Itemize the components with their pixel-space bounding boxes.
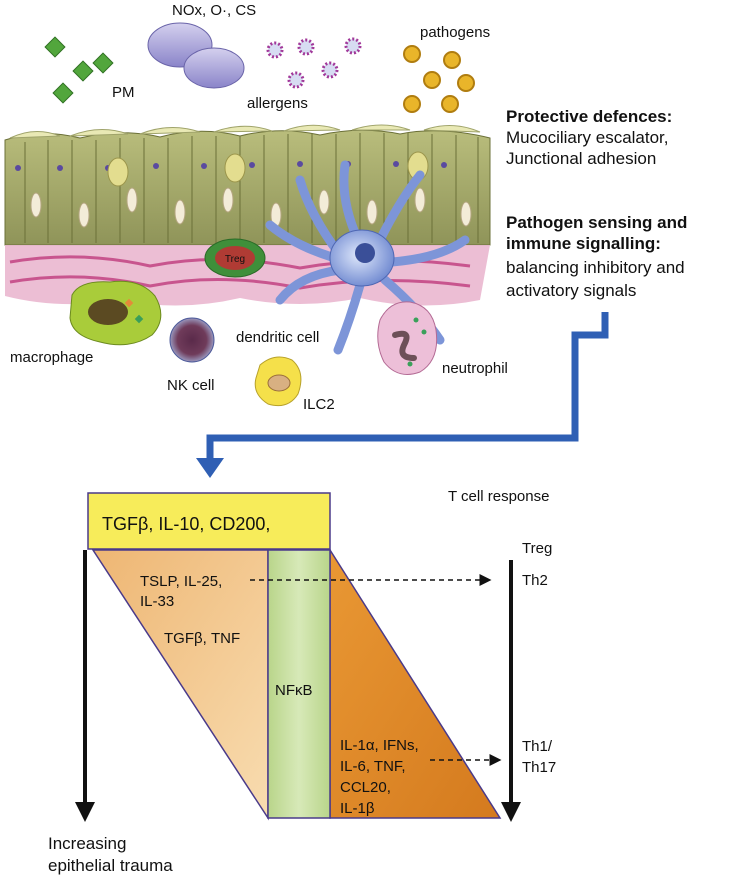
defences-line2: Junctional adhesion [506, 149, 656, 168]
sensing-heading1: Pathogen sensing and [506, 213, 687, 232]
inhibitory-signals-text: TGFβ, IL-10, CD200, [102, 514, 270, 534]
late-signals-line1: IL-1α, IFNs, [340, 737, 419, 754]
neutrophil-cell [377, 301, 438, 375]
ilc2-cell [254, 356, 302, 407]
nfkb-label: NFκB [275, 682, 313, 699]
nk-cell [169, 317, 215, 363]
late-signals-line2: IL-6, TNF, [340, 758, 406, 775]
tcell-axis-arrow-icon [501, 560, 521, 822]
airway-epithelium [4, 124, 491, 246]
macrophage-label: macrophage [10, 349, 93, 366]
pm-label: PM [112, 84, 135, 101]
tcell-treg: Treg [522, 540, 552, 557]
pm-particles-icon [44, 36, 114, 104]
dendritic-cell [265, 160, 470, 355]
tcell-th1: Th1/ [522, 738, 553, 755]
nk-cell-label: NK cell [167, 377, 215, 394]
trauma-line2: epithelial trauma [48, 856, 173, 875]
early-signals-triangle [91, 549, 269, 821]
sensing-line2: activatory signals [506, 281, 636, 300]
mid-signals-text: TGFβ, TNF [164, 630, 240, 647]
tcell-th2: Th2 [522, 572, 548, 589]
inhibitory-signals-box [87, 492, 331, 550]
oxidants-label: NOx, O·, CS [172, 2, 256, 19]
treg-cell [204, 238, 266, 278]
tcell-response-header: T cell response [448, 488, 549, 505]
nfkb-bar [267, 549, 331, 819]
sensing-heading2: immune signalling: [506, 234, 661, 253]
trauma-line1: Increasing [48, 834, 126, 853]
late-signals-line3: CCL20, [340, 779, 391, 796]
early-signals-line2: IL-33 [140, 593, 174, 610]
defences-line1: Mucociliary escalator, [506, 128, 669, 147]
late-signals-line4: IL-1β [340, 800, 375, 817]
late-signals-triangle [329, 547, 502, 819]
ilc2-label: ILC2 [303, 396, 335, 413]
pathogens-icon [403, 45, 475, 113]
sensing-line1: balancing inhibitory and [506, 258, 685, 277]
flow-arrow-icon [196, 312, 609, 478]
neutrophil-label: neutrophil [442, 360, 508, 377]
early-signals-line1: TSLP, IL-25, [140, 573, 222, 590]
trauma-arrow-icon [75, 550, 95, 822]
oxidant-clouds-icon [147, 22, 245, 89]
allergens-label: allergens [247, 95, 308, 112]
pathogens-label: pathogens [420, 24, 490, 41]
allergens-icon [266, 37, 362, 89]
tcell-th17: Th17 [522, 759, 556, 776]
macrophage-cell [69, 280, 162, 346]
defences-heading: Protective defences: [506, 107, 672, 126]
dendritic-cell-label: dendritic cell [236, 329, 319, 346]
treg-label: Treg [225, 254, 245, 265]
